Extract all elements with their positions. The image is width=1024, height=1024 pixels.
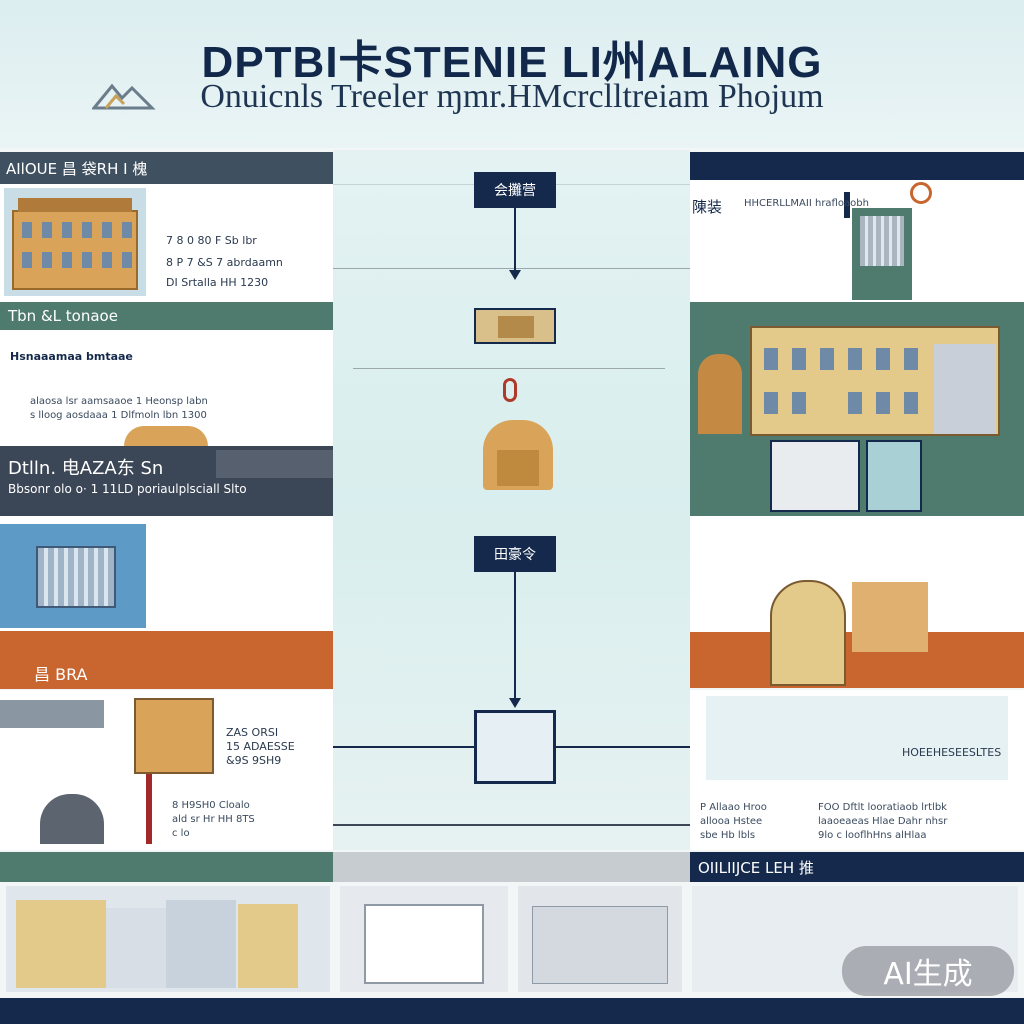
left-panel-5-line-1: ZAS ORSI xyxy=(226,726,279,739)
left-panel-5-line-3: &9S 9SH9 xyxy=(226,754,282,767)
fence-image xyxy=(216,450,333,478)
mountain-logo-icon xyxy=(92,83,156,110)
right-panel-4-line-6: 9lo c looflhHns alHlaa xyxy=(818,830,927,841)
right-panel-4-label: HOEEHESEESLTES xyxy=(902,746,1002,759)
bottom-right-bar: OIILIIJCE LEH 推 xyxy=(690,852,1024,882)
left-panel-4 xyxy=(0,516,333,631)
flow-node-2-label: 田豪令 xyxy=(494,547,536,563)
left-panel-2: Hsnaaamaa bmtaae alaosa lsr aamsaaoe 1 H… xyxy=(0,330,333,446)
stairs-image xyxy=(770,440,860,512)
footer-bar xyxy=(0,998,1024,1024)
right-panel-4-line-3: sbe Hb lbls xyxy=(700,830,756,841)
flow-arrow-1 xyxy=(509,270,521,280)
left-panel-2-heading: Hsnaaamaa bmtaae xyxy=(10,350,133,363)
left-panel-2-line-1: alaosa lsr aamsaaoe 1 Heonsp labn xyxy=(30,396,208,407)
left-panel-3-caption: Bbsonr olo o· 1 11LD poriaulplsciall Slt… xyxy=(8,482,247,496)
left-panel-3: Dtlln. 电AZA东 Sn Bbsonr olo o· 1 11LD por… xyxy=(0,446,333,516)
right-panel-3 xyxy=(690,440,1024,516)
left-panel-4-title: 昌 BRA xyxy=(34,665,88,684)
right-panel-1-header xyxy=(690,152,1024,180)
flow-connector-left xyxy=(333,746,474,748)
flow-end-box xyxy=(474,710,556,784)
book-box-icon xyxy=(474,308,556,344)
right-panel-4-image xyxy=(690,516,1024,688)
header-banner: DPTBI卡STENIE LI州ALAING Onuicnls Treeler … xyxy=(0,0,1024,148)
palace-building-image xyxy=(4,188,146,296)
left-panel-1: AIlOUE 昌 袋RH I 槐 7 8 0 80 F Sb lbr 8 P 7… xyxy=(0,152,333,302)
flow-connector-right xyxy=(556,746,690,748)
mansion-image xyxy=(750,326,1000,436)
flow-arrow-2 xyxy=(509,698,521,708)
dome-building-image xyxy=(40,794,104,844)
left-panel-2-line-2: s lloog aosdaaa 1 Dlfmoln lbn 1300 xyxy=(30,410,207,421)
right-panel-4-line-4: FOO Dftlt looratiaob lrtlbk xyxy=(818,802,947,813)
right-panel-4-line-2: allooa Hstee xyxy=(700,816,763,827)
dome-roof-image xyxy=(124,426,208,446)
flow-node-2: 田豪令 xyxy=(474,536,556,572)
bottom-center-bar xyxy=(333,852,690,882)
orange-seal-icon xyxy=(910,182,932,204)
flow-node-1-label: 会攤营 xyxy=(494,183,536,199)
right-panel-2 xyxy=(690,302,1024,440)
temple-icon xyxy=(483,420,553,490)
right-panel-1-sub: HHCERLLMAII hrafloaobh xyxy=(744,198,869,209)
right-panel-1-tag: 陳装 HHCERLLMAII hrafloaobh xyxy=(690,192,869,218)
left-panel-5-bottom-2: ald sr Hr HH 8TS xyxy=(172,814,255,825)
left-panel-1-line-3: DI Srtalla HH 1230 xyxy=(166,276,269,289)
glass-door-image xyxy=(866,440,922,512)
ai-generated-watermark: AI生成 xyxy=(842,946,1014,996)
page-subtitle: Onuicnls Treeler ɱmr.HMcrclltreiam Phoju… xyxy=(200,78,824,115)
left-panel-1-line-1: 7 8 0 80 F Sb lbr xyxy=(166,234,257,247)
left-panel-1-title: AIlOUE 昌 袋RH I 槐 xyxy=(6,160,148,178)
left-panel-2-title: Tbn &L tonaoe xyxy=(8,307,118,325)
flow-node-1: 会攤营 xyxy=(474,172,556,208)
bottom-right-title: OIILIIJCE LEH 推 xyxy=(698,859,814,877)
right-panel-1-label: 陳装 xyxy=(692,198,723,216)
left-panel-1-header: AIlOUE 昌 袋RH I 槐 xyxy=(0,152,333,184)
left-panel-5-bottom-1: 8 H9SH0 Cloalo xyxy=(172,800,250,811)
right-panel-4-card: HOEEHESEESLTES xyxy=(706,696,1008,780)
pavilion-image xyxy=(340,886,508,992)
flow-connector-2 xyxy=(514,572,516,702)
statue-image xyxy=(852,582,928,652)
right-panel-4-line-1: P Allaao Hroo xyxy=(700,802,767,813)
kiosk-image xyxy=(698,354,742,434)
process-flow-column: 会攤营 田豪令 xyxy=(333,150,690,850)
grid-window-image xyxy=(0,524,146,628)
right-panel-1: 陳装 HHCERLLMAII hrafloaobh xyxy=(690,152,1024,302)
left-panel-2-header: Tbn &L tonaoe xyxy=(0,302,333,330)
house-image xyxy=(134,698,214,774)
right-panel-4-line-5: laaoeaeas Hlae Dahr nhsr xyxy=(818,816,948,827)
red-pin-icon xyxy=(503,378,517,402)
tower-image xyxy=(852,208,912,300)
left-panel-1-line-2: 8 P 7 &S 7 abrdaamn xyxy=(166,256,283,269)
left-panel-5: ZAS ORSI 15 ADAESSE &9S 9SH9 8 H9SH0 Clo… xyxy=(0,690,333,850)
facade-sketch-image xyxy=(518,886,682,992)
domed-hall-image xyxy=(770,580,846,686)
flow-connector-1 xyxy=(514,208,516,272)
page-title: DPTBI卡STENIE LI州ALAING xyxy=(201,38,823,87)
left-panel-5-line-2: 15 ADAESSE xyxy=(226,740,295,753)
left-panel-5-bottom-3: c lo xyxy=(172,828,190,839)
street-row-image xyxy=(6,886,330,992)
bottom-left-bar xyxy=(0,852,333,882)
right-panel-4: HOEEHESEESLTES P Allaao Hroo allooa Hste… xyxy=(690,690,1024,850)
left-panel-4-band: 昌 BRA xyxy=(0,631,333,689)
left-panel-3-title: Dtlln. 电AZA东 Sn xyxy=(8,458,164,479)
